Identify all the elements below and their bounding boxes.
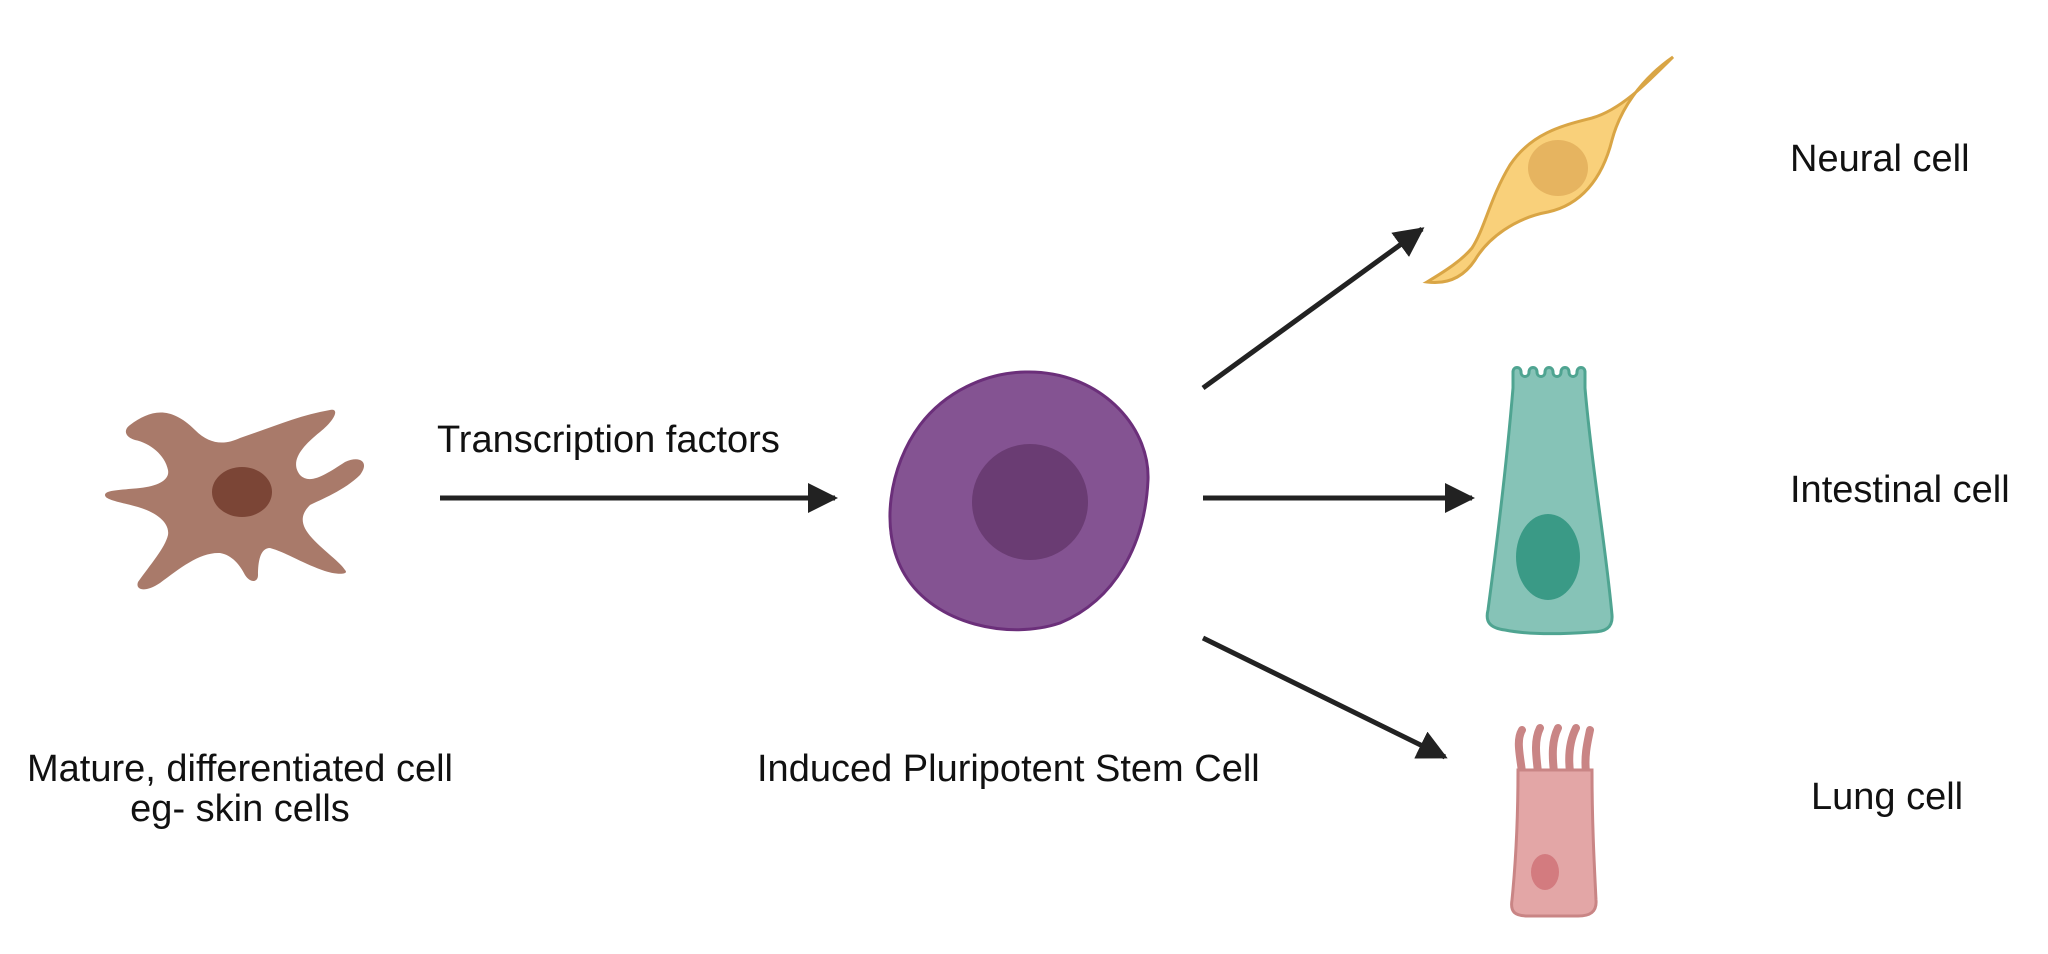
neural-cell-label: Neural cell	[1790, 138, 1970, 180]
reprogramming-arrow-label: Transcription factors	[437, 419, 780, 461]
fibroblast-skin-cell-icon	[105, 409, 365, 590]
stem-cell-icon	[888, 370, 1150, 632]
lung-cell-label: Lung cell	[1811, 776, 1964, 818]
intestinal-epithelial-cell-icon	[1485, 366, 1614, 636]
source-cell-label: Mature, differentiated cell eg- skin cel…	[0, 749, 480, 829]
source-cell-label-line1: Mature, differentiated cell	[27, 748, 453, 790]
arrow-to-lung	[1201, 635, 1448, 760]
neuron-icon	[1422, 55, 1675, 285]
lung-cell-body	[1510, 768, 1598, 918]
cilium	[1581, 726, 1594, 776]
source-cell-label-line2: eg- skin cells	[130, 788, 350, 830]
lung-cell-cilia	[1514, 724, 1594, 776]
intestinal-cell-nucleus	[1516, 514, 1580, 600]
stem-cell-nucleus	[972, 444, 1088, 560]
stem-cell-label: Induced Pluripotent Stem Cell	[757, 748, 1260, 790]
cilium	[1532, 724, 1544, 776]
lung-ciliated-cell-icon	[1510, 724, 1598, 918]
cilium	[1548, 724, 1562, 776]
cilium	[1565, 724, 1580, 776]
cilium	[1514, 726, 1526, 776]
arrow-to-neural	[1201, 226, 1425, 391]
skin-cell-nucleus	[212, 467, 272, 517]
neural-cell-nucleus	[1528, 140, 1588, 196]
lung-cell-nucleus	[1531, 854, 1559, 890]
intestinal-cell-label: Intestinal cell	[1790, 469, 2010, 511]
